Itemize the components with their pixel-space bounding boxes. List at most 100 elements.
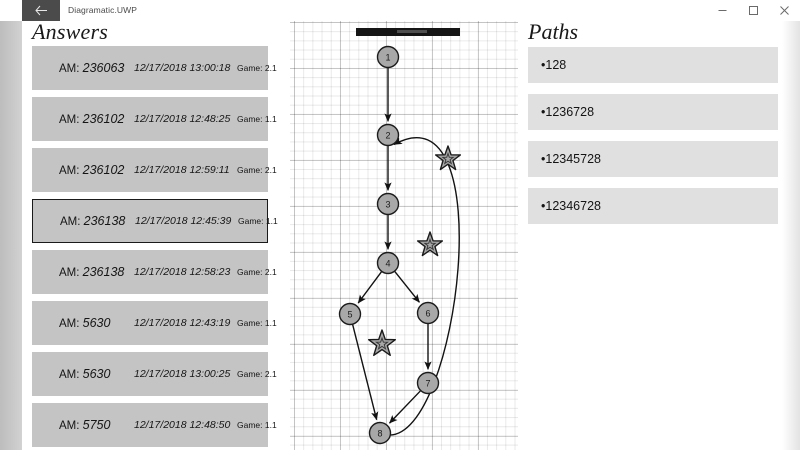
graph-nodes[interactable]: 1 2 3 4 5 6 7 8 bbox=[338, 45, 440, 445]
answer-game: Game: 1.1 bbox=[237, 420, 277, 430]
minimize-icon bbox=[718, 10, 727, 11]
graph-edge bbox=[388, 136, 460, 436]
answer-timestamp: 12/17/2018 12:45:39 bbox=[135, 215, 232, 227]
path-text: •1236728 bbox=[541, 105, 595, 119]
path-text: •12346728 bbox=[541, 199, 601, 213]
window-title: Diagramatic.UWP bbox=[68, 5, 138, 15]
graph-node-circle[interactable] bbox=[368, 421, 392, 445]
graph-node-label: 4 bbox=[385, 259, 390, 269]
answer-am: AM: 5750 bbox=[59, 418, 111, 432]
path-row[interactable]: •128 bbox=[528, 47, 778, 83]
path-text: •12345728 bbox=[541, 152, 601, 166]
title-bar: Diagramatic.UWP bbox=[0, 0, 800, 21]
answer-am: AM: 5630 bbox=[59, 316, 111, 330]
maximize-button[interactable] bbox=[738, 0, 769, 21]
close-button[interactable] bbox=[769, 0, 800, 21]
graph-edge bbox=[357, 271, 383, 304]
graph-canvas[interactable]: 1 2 3 4 5 6 7 8 bbox=[290, 21, 518, 450]
answer-am-value: 236138 bbox=[82, 265, 125, 279]
answer-row[interactable]: AM: 236138 12/17/2018 12:45:39 Game: 1.1 bbox=[32, 199, 278, 243]
graph-node[interactable]: 1 bbox=[376, 45, 400, 69]
close-icon bbox=[780, 6, 789, 15]
answer-game: Game: 2.1 bbox=[237, 267, 277, 277]
answer-am: AM: 236063 bbox=[59, 61, 125, 75]
graph-stars bbox=[367, 145, 462, 357]
answer-game: Game: 2.1 bbox=[237, 165, 277, 175]
answer-game: Game: 1.1 bbox=[237, 318, 277, 328]
graph-node-label: 1 bbox=[385, 53, 390, 63]
graph-node-circle[interactable] bbox=[376, 192, 400, 216]
diagram-horizontal-scrollbar[interactable] bbox=[356, 28, 460, 36]
graph-node-circle[interactable] bbox=[416, 371, 440, 395]
star-inner-outline bbox=[423, 238, 437, 251]
answer-am-value: 236063 bbox=[82, 61, 125, 75]
answers-heading: Answers bbox=[32, 21, 108, 44]
diagram-panel[interactable]: 1 2 3 4 5 6 7 8 bbox=[290, 21, 518, 450]
answer-row[interactable]: AM: 5750 12/17/2018 12:48:50 Game: 1.1 bbox=[32, 403, 277, 447]
graph-edge bbox=[388, 390, 422, 424]
graph-node[interactable]: 6 bbox=[416, 301, 440, 325]
graph-node-label: 3 bbox=[385, 200, 390, 210]
answer-timestamp: 12/17/2018 12:43:19 bbox=[134, 317, 231, 329]
answer-am-value: 5750 bbox=[82, 418, 111, 432]
path-row[interactable]: •1236728 bbox=[528, 94, 778, 130]
graph-node-circle[interactable] bbox=[416, 301, 440, 325]
maximize-icon bbox=[749, 6, 758, 15]
graph-edges bbox=[351, 67, 460, 436]
answer-row[interactable]: AM: 5630 12/17/2018 12:43:19 Game: 1.1 bbox=[32, 301, 277, 345]
graph-node-circle[interactable] bbox=[376, 251, 400, 275]
answer-timestamp: 12/17/2018 13:00:25 bbox=[134, 368, 231, 380]
answer-game: Game: 2.1 bbox=[237, 369, 277, 379]
answer-timestamp: 12/17/2018 12:48:50 bbox=[134, 419, 231, 431]
star-inner-outline bbox=[374, 336, 390, 350]
graph-node[interactable]: 5 bbox=[338, 302, 362, 326]
answer-timestamp: 12/17/2018 12:59:11 bbox=[134, 164, 230, 176]
window-controls bbox=[707, 0, 800, 21]
diagram-grid-background bbox=[290, 21, 518, 450]
star-marker-icon bbox=[434, 145, 462, 171]
path-text: •128 bbox=[541, 58, 567, 72]
graph-node-circle[interactable] bbox=[338, 302, 362, 326]
answer-timestamp: 12/17/2018 13:00:18 bbox=[134, 62, 231, 74]
answer-am-value: 5630 bbox=[82, 367, 111, 381]
paths-list[interactable]: •128 •1236728 •12345728 •12346728 bbox=[518, 47, 800, 450]
graph-node[interactable]: 3 bbox=[376, 192, 400, 216]
answer-am: AM: 5630 bbox=[59, 367, 111, 381]
answer-game: Game: 1.1 bbox=[238, 216, 278, 226]
graph-edge bbox=[394, 270, 420, 303]
star-marker-icon bbox=[367, 329, 397, 357]
answer-row[interactable]: AM: 5630 12/17/2018 13:00:25 Game: 2.1 bbox=[32, 352, 277, 396]
answer-row[interactable]: AM: 236138 12/17/2018 12:58:23 Game: 2.1 bbox=[32, 250, 277, 294]
minimize-button[interactable] bbox=[707, 0, 738, 21]
answer-am-value: 236102 bbox=[82, 112, 125, 126]
paths-heading: Paths bbox=[528, 21, 579, 44]
answer-am-value: 236138 bbox=[83, 214, 126, 228]
graph-node[interactable]: 8 bbox=[368, 421, 392, 445]
graph-node-label: 6 bbox=[425, 309, 430, 319]
graph-node-label: 2 bbox=[385, 131, 390, 141]
back-button[interactable] bbox=[22, 0, 60, 21]
star-inner-outline bbox=[441, 152, 455, 165]
answer-am: AM: 236102 bbox=[59, 112, 125, 126]
answer-timestamp: 12/17/2018 12:58:23 bbox=[134, 266, 231, 278]
path-row[interactable]: •12345728 bbox=[528, 141, 778, 177]
diagram-scrollbar-thumb[interactable] bbox=[397, 30, 427, 33]
graph-node[interactable]: 4 bbox=[376, 251, 400, 275]
answer-am: AM: 236138 bbox=[59, 265, 125, 279]
answer-am: AM: 236138 bbox=[60, 214, 126, 228]
path-row[interactable]: •12346728 bbox=[528, 188, 778, 224]
graph-node-circle[interactable] bbox=[376, 123, 400, 147]
graph-node-circle[interactable] bbox=[376, 45, 400, 69]
answer-timestamp: 12/17/2018 12:48:25 bbox=[134, 113, 231, 125]
graph-node[interactable]: 7 bbox=[416, 371, 440, 395]
graph-node[interactable]: 2 bbox=[376, 123, 400, 147]
star-marker-icon bbox=[416, 231, 444, 257]
left-edge-strip bbox=[0, 0, 22, 450]
graph-node-label: 7 bbox=[425, 379, 430, 389]
